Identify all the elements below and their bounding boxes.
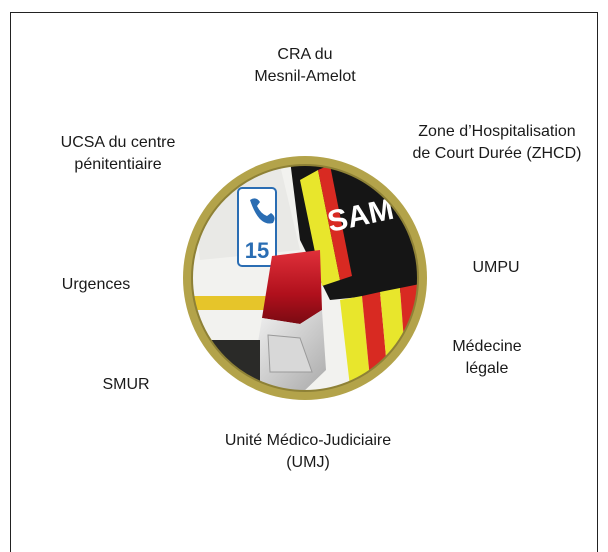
diagram-frame xyxy=(10,12,598,552)
node-cra: CRA du Mesnil-Amelot xyxy=(254,46,356,85)
node-umj: Unité Médico-Judiciaire (UMJ) xyxy=(224,432,392,471)
node-umpu: UMPU xyxy=(472,259,520,276)
node-zhcd: Zone d’Hospitalisation de Court Durée (Z… xyxy=(412,123,582,162)
phone-icon xyxy=(250,198,275,224)
phone-number: 15 xyxy=(245,238,269,263)
ambulance-photo: SAMU 77 15 xyxy=(183,156,427,400)
node-urgences: Urgences xyxy=(61,276,131,293)
phone-badge xyxy=(237,187,277,267)
node-medecine-legale: Médecine légale xyxy=(452,338,522,377)
node-ucsa: UCSA du centre pénitentiaire xyxy=(60,134,176,173)
node-smur: SMUR xyxy=(102,376,150,393)
